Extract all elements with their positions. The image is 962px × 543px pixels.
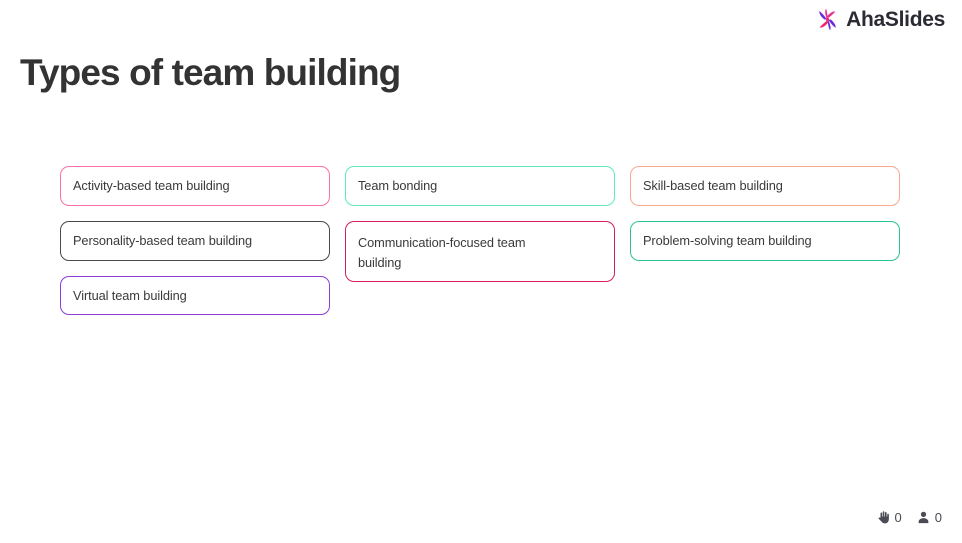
type-card-personality-based[interactable]: Personality-based team building — [60, 220, 330, 261]
type-card-activity-based[interactable]: Activity-based team building — [60, 166, 330, 206]
type-card-skill-based[interactable]: Skill-based team building — [630, 166, 900, 206]
raised-hand-icon — [878, 511, 889, 524]
card-label: Activity-based team building — [73, 178, 230, 193]
card-label: Problem-solving team building — [643, 232, 812, 248]
person-icon — [918, 511, 929, 524]
participant-counter[interactable]: 0 — [916, 510, 942, 525]
participant-count: 0 — [934, 510, 942, 525]
team-building-types-board: Activity-based team building Personality… — [60, 166, 900, 316]
card-label: Skill-based team building — [643, 178, 783, 193]
ahaslides-logo: AhaSlides — [815, 7, 945, 32]
card-label: Virtual team building — [73, 287, 187, 303]
board-column-3: Skill-based team building Problem-solvin… — [630, 166, 900, 261]
type-card-communication-focused[interactable]: Communication-focused team building — [345, 220, 615, 283]
type-card-team-bonding[interactable]: Team bonding — [345, 166, 615, 206]
card-label: Communication-focused team building — [358, 234, 526, 270]
card-label: Team bonding — [358, 178, 438, 193]
raised-hand-count: 0 — [894, 510, 902, 525]
type-card-problem-solving[interactable]: Problem-solving team building — [630, 220, 900, 261]
board-column-2: Team bonding Communication-focused team … — [345, 166, 615, 283]
raised-hand-counter[interactable]: 0 — [876, 510, 902, 525]
sparkle-burst-icon — [819, 8, 836, 31]
board-column-1: Activity-based team building Personality… — [60, 166, 330, 316]
logo-wordmark: AhaSlides — [846, 8, 945, 31]
card-label: Personality-based team building — [73, 232, 253, 248]
page-title: Types of team building — [20, 52, 401, 93]
type-card-virtual[interactable]: Virtual team building — [60, 275, 330, 316]
footer-stats: 0 0 — [876, 510, 942, 525]
